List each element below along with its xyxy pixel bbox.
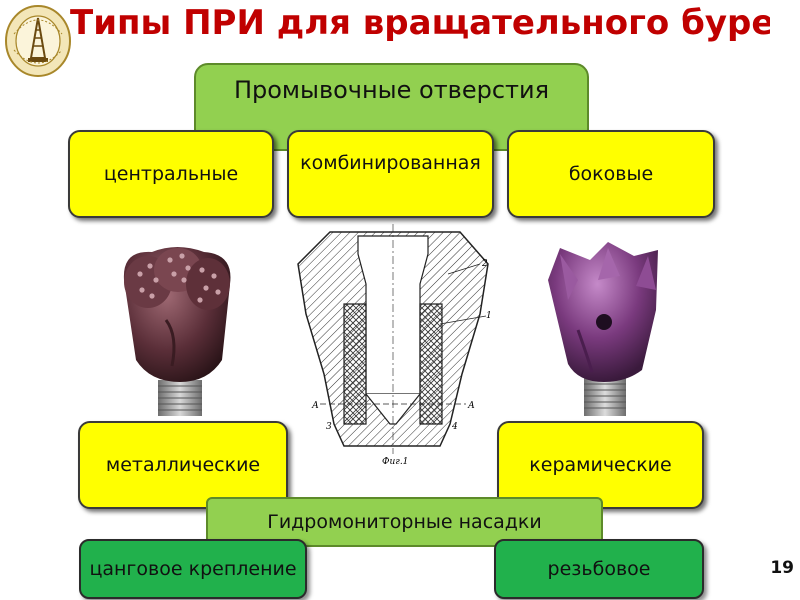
drawing-ref-2: 2 [481,259,488,269]
page-number: 19 [770,558,794,578]
side-holes-label: боковые [568,163,654,185]
nozzle-cross-section-drawing: 2 1 А А 3 4 Фиг.1 [297,224,492,467]
metal-drill-bit-image [123,247,231,416]
ceramic-nozzles-box: керамические [497,421,704,509]
drawing-ref-4: 4 [451,422,458,432]
drawing-ref-3: 3 [326,422,332,432]
flushing-holes-label: Промывочные отверстия [233,76,550,104]
side-holes-box: боковые [507,130,715,218]
ceramic-nozzles-label: керамические [529,454,672,476]
central-holes-box: центральные [68,130,274,218]
combined-holes-label: комбинированная [300,152,481,174]
collet-mount-box: цанговое крепление [79,539,307,599]
threaded-mount-box: резьбовое [494,539,704,599]
drawing-ref-1: 1 [486,311,492,321]
slide-title: Типы ПРИ для вращательного бурения [70,3,770,43]
metal-nozzles-label: металлические [105,454,261,476]
collet-mount-label: цанговое крепление [89,558,297,580]
metal-nozzles-box: металлические [78,421,288,509]
ceramic-drill-bit-image [548,242,658,416]
threaded-mount-label: резьбовое [547,558,651,580]
drawing-ref-a-left: А [311,401,319,411]
central-holes-label: центральные [103,163,239,185]
drawing-caption: Фиг.1 [382,457,408,467]
combined-holes-box: комбинированная [287,130,494,218]
department-logo-icon [5,5,71,77]
drawing-ref-a-right: А [467,401,475,411]
hydromonitor-nozzles-box: Гидромониторные насадки [206,497,603,547]
hydromonitor-nozzles-label: Гидромониторные насадки [267,511,542,533]
